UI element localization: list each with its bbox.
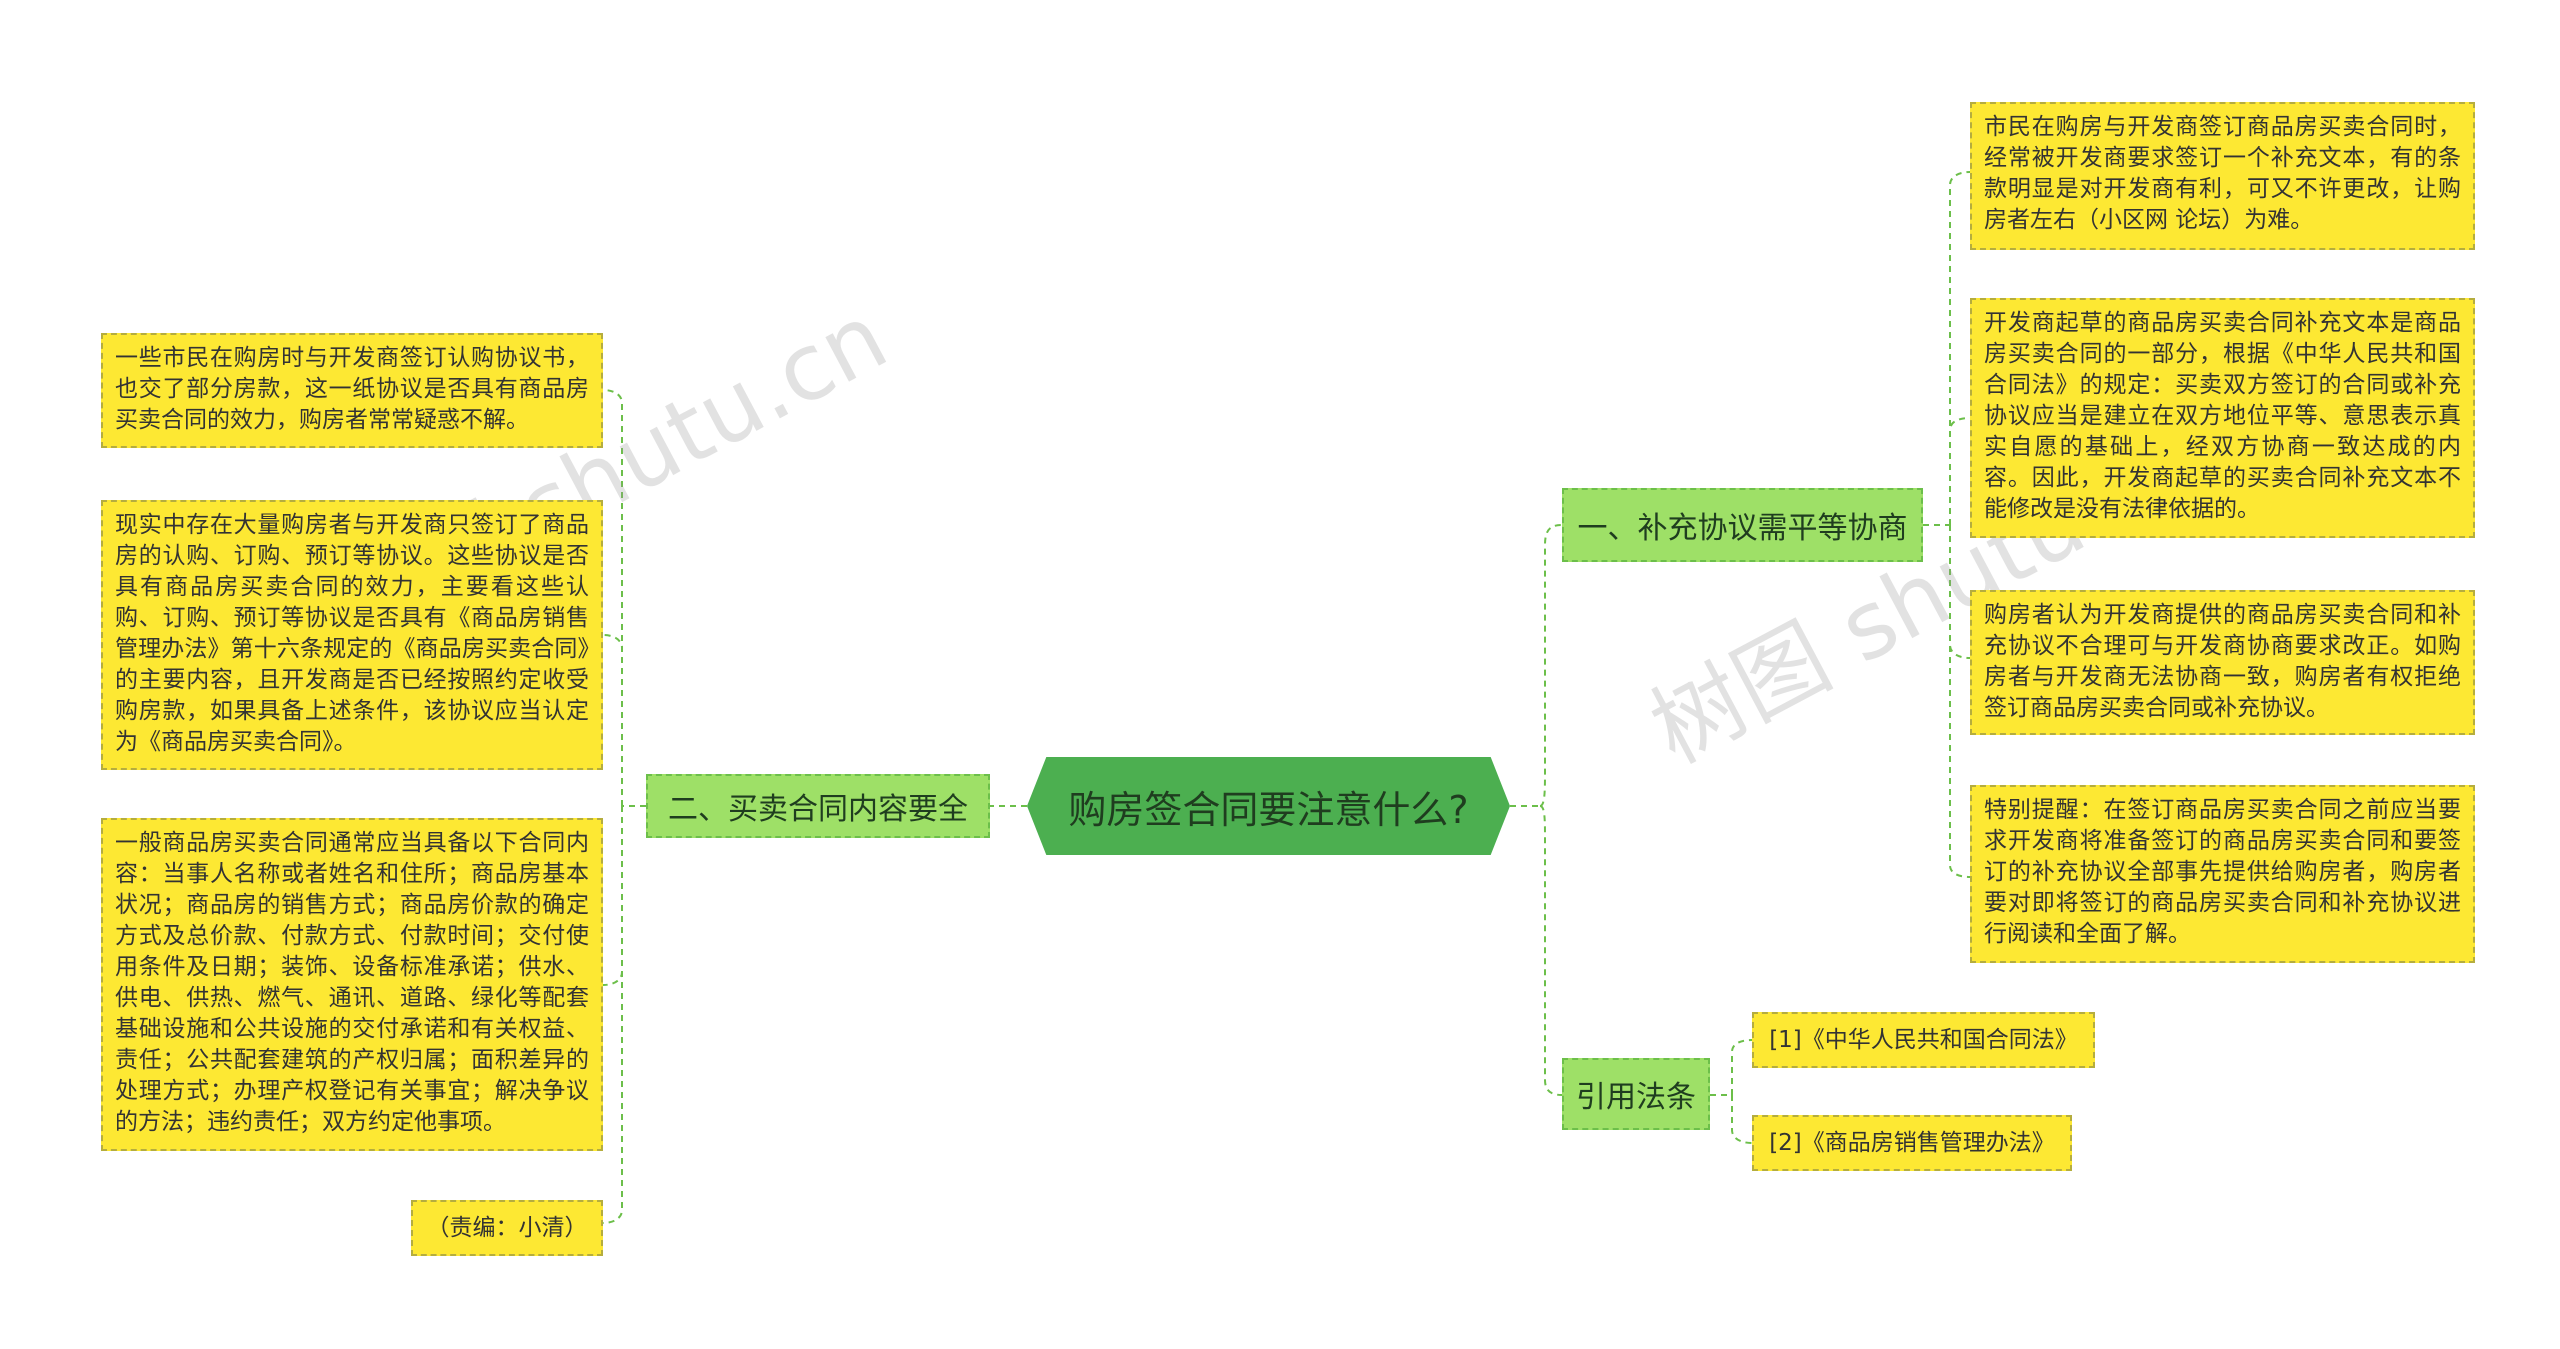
root-topic[interactable]: 购房签合同要注意什么? (1027, 757, 1510, 855)
branch-contract-content[interactable]: 二、买卖合同内容要全 (646, 774, 990, 838)
leaf-right-3[interactable]: 购房者认为开发商提供的商品房买卖合同和补充协议不合理可与开发商协商要求改正。如购… (1970, 590, 2475, 735)
branch-cited-laws[interactable]: 引用法条 (1562, 1058, 1710, 1130)
connector-b2-leaf1 (1731, 1039, 1753, 1095)
connector-left-leaf4 (602, 806, 623, 1224)
leaf-left-3[interactable]: 一般商品房买卖合同通常应当具备以下合同内容：当事人名称或者姓名和住所；商品房基本… (101, 818, 603, 1151)
leaf-left-2[interactable]: 现实中存在大量购房者与开发商只签订了商品房的认购、订购、预订等协议。这些协议是否… (101, 500, 603, 770)
connector-left-leaf2 (602, 634, 623, 806)
connector-b2-leaf2 (1731, 1095, 1753, 1144)
leaf-right-2[interactable]: 开发商起草的商品房买卖合同补充文本是商品房买卖合同的一部分，根据《中华人民共和国… (1970, 298, 2475, 538)
leaf-left-editor[interactable]: （责编：小清） (411, 1200, 603, 1256)
branch-supplement-agreement[interactable]: 一、补充协议需平等协商 (1562, 488, 1923, 562)
connector-right-branch2 (1539, 805, 1563, 1096)
connector-b1-leaf2 (1949, 417, 1971, 525)
connector-b1-leaf1 (1949, 171, 1971, 525)
connector-left-leaf1 (602, 389, 623, 806)
connector-right-branch1 (1539, 524, 1563, 807)
leaf-law-sales[interactable]: [2]《商品房销售管理办法》 (1752, 1115, 2072, 1171)
leaf-law-contract[interactable]: [1]《中华人民共和国合同法》 (1752, 1012, 2095, 1068)
leaf-right-1[interactable]: 市民在购房与开发商签订商品房买卖合同时，经常被开发商要求签订一个补充文本，有的条… (1970, 102, 2475, 250)
connector-left-leaf3 (602, 806, 623, 986)
connector-b1-leaf3 (1949, 525, 1971, 659)
connector-b1-leaf4 (1949, 525, 1971, 878)
leaf-left-1[interactable]: 一些市民在购房时与开发商签订认购协议书，也交了部分房款，这一纸协议是否具有商品房… (101, 333, 603, 448)
leaf-right-4[interactable]: 特别提醒：在签订商品房买卖合同之前应当要求开发商将准备签订的商品房买卖合同和要签… (1970, 785, 2475, 963)
